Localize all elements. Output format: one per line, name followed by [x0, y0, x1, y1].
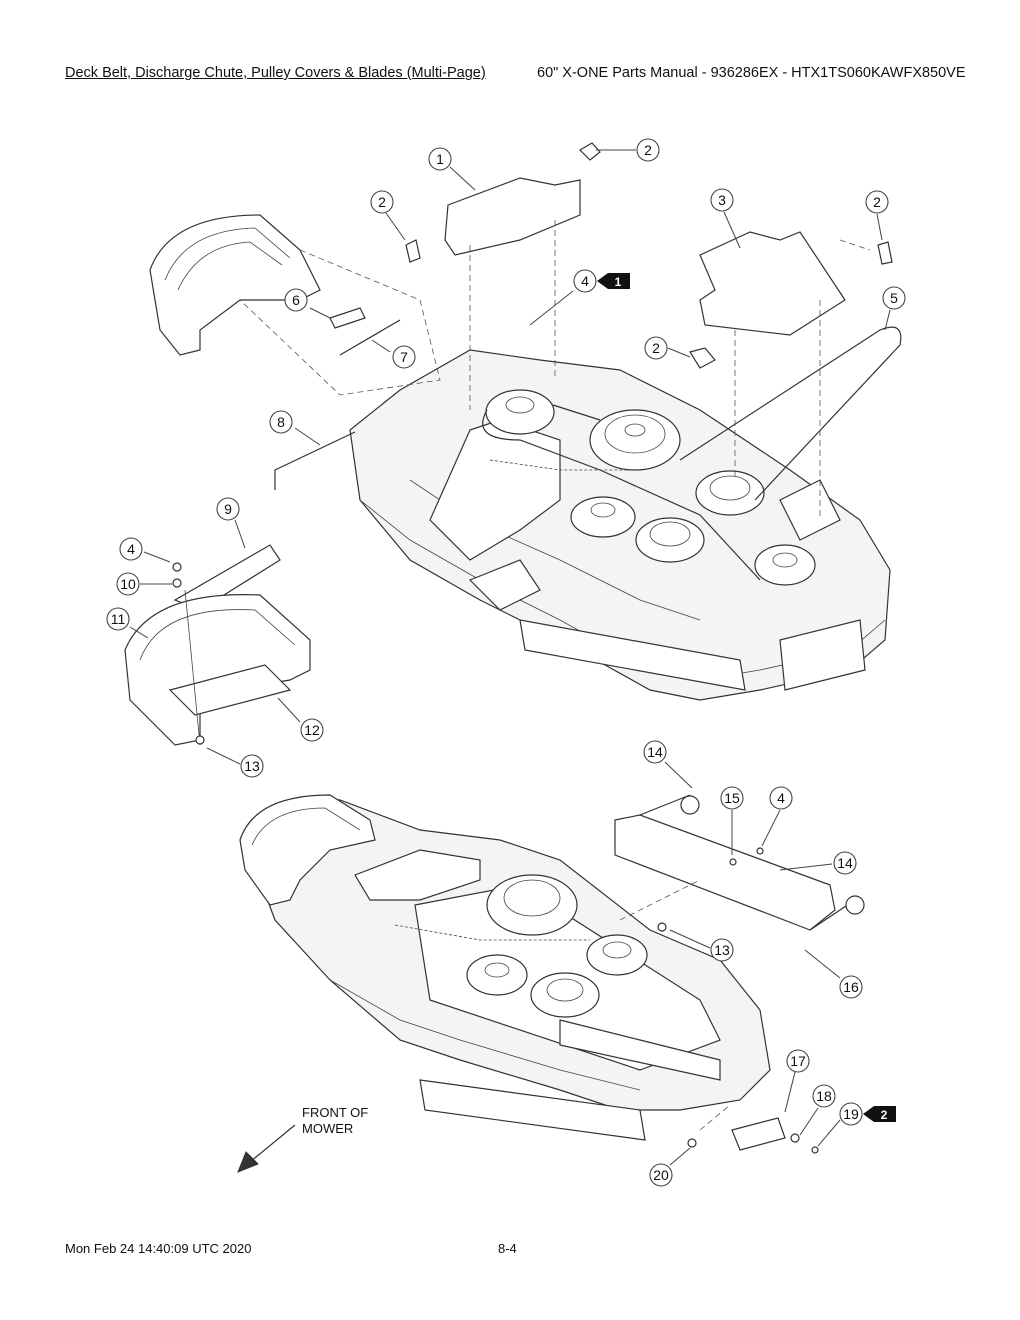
callout-20: 20 [649, 1163, 673, 1187]
callout-1: 1 [428, 147, 452, 171]
svg-text:10: 10 [120, 576, 136, 592]
callout-2: 2 [644, 336, 668, 360]
callout-14: 14 [833, 851, 857, 875]
pulley-mid [570, 496, 636, 538]
svg-text:2: 2 [652, 340, 660, 356]
callout-2: 2 [370, 190, 394, 214]
callout-16: 16 [839, 975, 863, 999]
callout-19: 19 [839, 1102, 863, 1126]
callout-4: 4 [573, 269, 597, 293]
svg-text:12: 12 [304, 722, 320, 738]
pulley-right-2 [754, 544, 816, 586]
knob [877, 241, 893, 265]
svg-text:19: 19 [843, 1106, 859, 1122]
svg-text:7: 7 [400, 349, 408, 365]
callout-5: 5 [882, 286, 906, 310]
svg-text:4: 4 [581, 273, 589, 289]
page-title: Deck Belt, Discharge Chute, Pulley Cover… [65, 65, 486, 81]
callout-14: 14 [643, 740, 667, 764]
callout-4: 4 [119, 537, 143, 561]
svg-text:17: 17 [790, 1053, 806, 1069]
svg-text:2: 2 [873, 194, 881, 210]
callout-9: 9 [216, 497, 240, 521]
svg-text:8: 8 [277, 414, 285, 430]
deck-belt [679, 326, 902, 501]
pulley-cover-left [444, 177, 581, 256]
svg-text:5: 5 [890, 290, 898, 306]
leader-lines [129, 149, 891, 1166]
svg-text:2: 2 [644, 142, 652, 158]
callout-13: 13 [240, 754, 264, 778]
flag-2: 2 [863, 1106, 896, 1122]
svg-text:11: 11 [111, 611, 126, 627]
pulley-center-large [589, 409, 681, 471]
callout-13: 13 [710, 938, 734, 962]
callout-2: 2 [636, 138, 660, 162]
callout-3: 3 [710, 188, 734, 212]
knob [405, 239, 421, 263]
pulley-right-1 [695, 470, 765, 516]
callout-8: 8 [269, 410, 293, 434]
svg-text:18: 18 [816, 1088, 832, 1104]
callout-12: 12 [300, 718, 324, 742]
lift-bracket [614, 794, 865, 931]
svg-text:15: 15 [724, 790, 740, 806]
chute-rod [339, 319, 401, 356]
svg-text:4: 4 [127, 541, 135, 557]
svg-text:3: 3 [718, 192, 726, 208]
svg-text:6: 6 [292, 292, 300, 308]
knob [689, 347, 716, 369]
pulley-center-lower [635, 517, 705, 563]
chute-pin [274, 431, 356, 490]
svg-text:1: 1 [436, 151, 444, 167]
callout-15: 15 [720, 786, 744, 810]
flag-1: 1 [597, 273, 630, 289]
callout-17: 17 [786, 1049, 810, 1073]
svg-text:13: 13 [714, 942, 730, 958]
callout-2: 2 [865, 190, 889, 214]
svg-text:16: 16 [843, 979, 859, 995]
top-deck-assembly [349, 326, 902, 701]
svg-text:14: 14 [837, 855, 853, 871]
svg-text:14: 14 [647, 744, 663, 760]
svg-text:9: 9 [224, 501, 232, 517]
chute-assembly-lower [124, 544, 311, 746]
callout-4: 4 [769, 786, 793, 810]
front-label-line2: MOWER [302, 1121, 353, 1136]
pulley-left-top [485, 389, 555, 435]
baffle-plate [731, 1117, 786, 1151]
knob [579, 142, 601, 161]
callout-10: 10 [116, 572, 140, 596]
svg-text:4: 4 [777, 790, 785, 806]
discharge-chute-top [149, 214, 321, 356]
front-of-mower-indicator: FRONT OF MOWER [237, 1105, 368, 1173]
svg-text:2: 2 [881, 1108, 888, 1122]
callout-18: 18 [812, 1084, 836, 1108]
chute-spring [329, 307, 366, 329]
pulley-cover-right [699, 231, 846, 336]
front-label-line1: FRONT OF [302, 1105, 368, 1120]
page-number: 8-4 [498, 1241, 517, 1256]
svg-text:20: 20 [653, 1167, 669, 1183]
callout-7: 7 [392, 345, 416, 369]
bottom-deck-assembly [239, 794, 771, 1141]
svg-text:1: 1 [615, 275, 622, 289]
manual-id: 60" X-ONE Parts Manual - 936286EX - HTX1… [537, 65, 966, 81]
callout-6: 6 [284, 288, 308, 312]
svg-text:13: 13 [244, 758, 260, 774]
footer-timestamp: Mon Feb 24 14:40:09 UTC 2020 [65, 1241, 252, 1256]
svg-text:2: 2 [378, 194, 386, 210]
callout-11: 11 [106, 607, 130, 631]
